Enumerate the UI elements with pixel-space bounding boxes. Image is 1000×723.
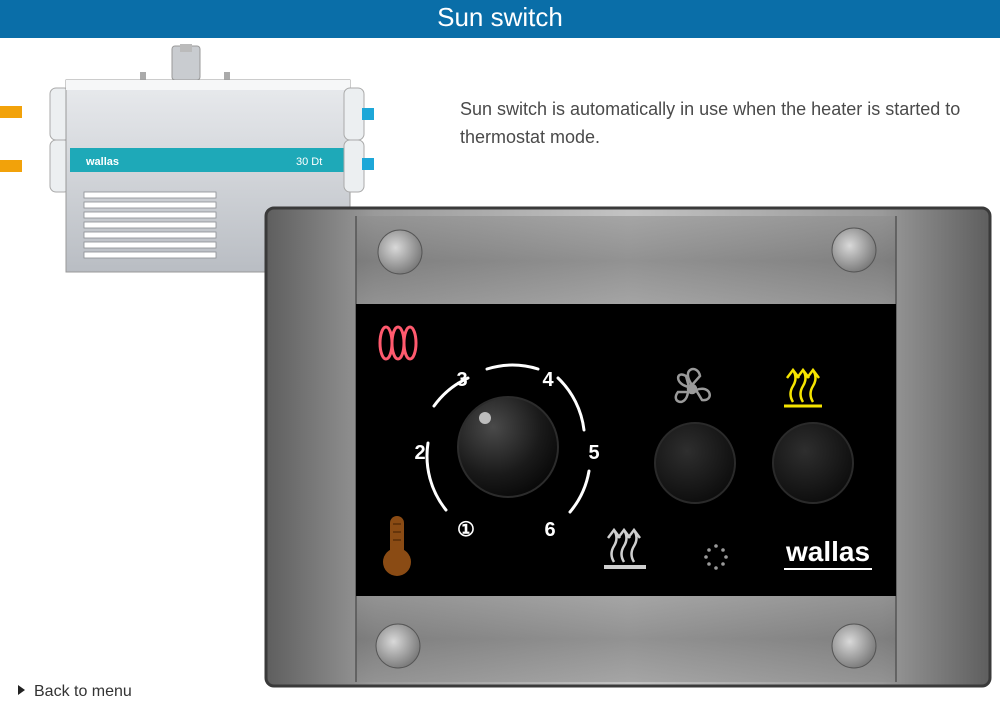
description-text: Sun switch is automatically in use when …	[460, 99, 961, 147]
panel-brand-logo: wallas	[785, 536, 870, 567]
dial-label-2: 2	[414, 442, 425, 464]
fan-icon	[674, 367, 711, 403]
temperature-knob[interactable]	[454, 393, 562, 501]
page-title: Sun switch	[437, 2, 563, 32]
dial-label-4: 4	[542, 369, 554, 391]
knob-indicator-icon	[479, 412, 491, 424]
title-bar: Sun switch	[0, 0, 1000, 38]
thermometer-icon	[383, 516, 411, 576]
fuel-connector-icon	[0, 106, 22, 118]
heat-up-icon	[604, 527, 646, 569]
dial-label-5: 5	[588, 442, 599, 464]
heater-brand: wallas	[85, 156, 119, 168]
dotted-indicator-icon	[704, 544, 728, 570]
control-panel: ① 2 3 4 5 6	[264, 206, 992, 688]
play-arrow-icon	[18, 685, 25, 695]
dial-label-3: 3	[456, 369, 467, 391]
back-to-menu-link[interactable]: Back to menu	[18, 683, 132, 701]
back-to-menu-label: Back to menu	[34, 683, 132, 700]
heater-model: 30 Dt	[296, 156, 322, 168]
dial-label-1: ①	[457, 519, 475, 541]
heating-element-icon	[378, 325, 418, 361]
screw-icon	[375, 227, 877, 669]
water-connector-icon	[362, 108, 374, 120]
sun-switch-icon	[784, 367, 822, 408]
sun-switch-button[interactable]	[769, 419, 857, 507]
fan-button[interactable]	[651, 419, 739, 507]
dial-label-6: 6	[544, 519, 555, 541]
